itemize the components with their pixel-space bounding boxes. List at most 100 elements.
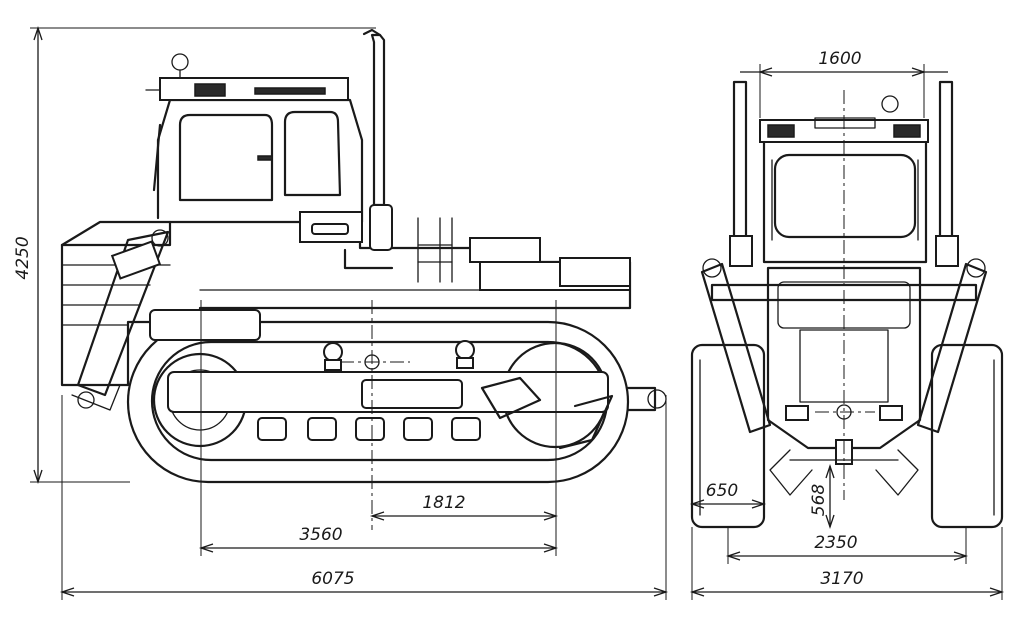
cab xyxy=(145,53,364,243)
hitch-pin xyxy=(647,389,667,409)
right-cylinder xyxy=(916,262,988,434)
arrowhead xyxy=(543,543,559,553)
cylinder-bracket xyxy=(71,384,121,411)
cylinder-base-pivot xyxy=(77,391,95,409)
arrowhead xyxy=(825,463,835,479)
track-gauge-label: 2350 xyxy=(814,533,857,553)
arrowhead xyxy=(825,514,835,530)
cab-width-label: 1600 xyxy=(818,49,861,69)
arrowhead xyxy=(725,551,741,561)
cab-rear-window xyxy=(283,110,342,197)
dim-cab-width: 1600 xyxy=(740,49,948,118)
tractor-body xyxy=(60,217,667,412)
right-exhaust-stack xyxy=(938,80,954,242)
arrowhead xyxy=(953,551,969,561)
arrowhead xyxy=(689,587,705,597)
arrowhead xyxy=(543,511,559,521)
overall-length-label: 6075 xyxy=(311,569,354,589)
arrowhead xyxy=(989,587,1005,597)
beacon-lamp xyxy=(171,53,189,71)
front-center-mark xyxy=(836,404,852,420)
dim-ground-clearance: 568 xyxy=(809,463,835,530)
exhaust-pipe xyxy=(370,33,386,207)
arrowhead xyxy=(33,25,43,41)
track-width-label: 650 xyxy=(706,481,738,501)
tool-box xyxy=(469,237,541,263)
left-air-cleaner xyxy=(729,235,753,267)
hood-front xyxy=(60,220,172,247)
track-length-label: 3560 xyxy=(299,525,342,545)
arrowhead xyxy=(653,587,669,597)
carrier-roller xyxy=(455,340,475,360)
right-cylinder-pivot xyxy=(966,258,986,278)
dim-track-width: 650 xyxy=(689,481,767,509)
front-roof-rail xyxy=(814,117,876,129)
track-roller xyxy=(451,417,481,441)
arrowhead xyxy=(757,67,773,77)
overall-height-label: 4250 xyxy=(13,236,33,279)
front-lift-arm-right xyxy=(875,449,919,496)
arrowhead xyxy=(198,543,214,553)
cab-front-pillar xyxy=(152,123,162,192)
axle-offset-label: 1812 xyxy=(422,493,465,513)
rear-hitch xyxy=(626,386,657,412)
front-crossbeam xyxy=(710,283,978,302)
front-windshield xyxy=(773,153,917,239)
door-handle xyxy=(257,155,273,161)
front-hydraulic-cylinder xyxy=(71,229,170,411)
arrowhead xyxy=(689,499,705,509)
headlight-right xyxy=(879,405,903,421)
carrier-roller-mount xyxy=(324,359,342,371)
left-cylinder xyxy=(700,262,772,434)
carrier-roller-mount xyxy=(456,357,474,369)
sprocket-guard xyxy=(558,394,614,450)
track-outer xyxy=(126,320,630,484)
cab-outline xyxy=(156,98,364,224)
side-view: 4250 6075 3560 1812 xyxy=(13,25,669,600)
roof-lamp xyxy=(194,83,226,97)
cab-door-window xyxy=(178,113,274,202)
front-beacon xyxy=(881,95,899,113)
track-roller xyxy=(355,417,385,441)
front-roof-lamp xyxy=(893,124,921,138)
cab-badge xyxy=(311,223,349,235)
track-roller xyxy=(403,417,433,441)
front-cab-outline xyxy=(762,140,928,264)
front-lift-arm-left xyxy=(769,449,813,496)
cylinder-pivot xyxy=(151,229,169,247)
track-assembly xyxy=(126,320,630,484)
track-roller xyxy=(307,417,337,441)
arrowhead xyxy=(59,587,75,597)
carrier-roller xyxy=(323,342,343,362)
front-view-cylinders xyxy=(700,258,988,434)
center-of-gravity-mark xyxy=(364,354,380,370)
frame-plate xyxy=(361,379,463,409)
track-roller xyxy=(257,417,287,441)
dim-axle-offset: 1812 xyxy=(369,493,559,521)
overall-width-label: 3170 xyxy=(820,569,863,589)
left-cylinder-pivot xyxy=(702,258,722,278)
cab-step-box xyxy=(299,211,363,243)
exhaust-stack xyxy=(343,28,394,270)
right-track xyxy=(930,343,1004,529)
roof-rail xyxy=(254,87,326,95)
right-air-cleaner xyxy=(935,235,959,267)
arrowhead xyxy=(369,511,385,521)
arrowhead xyxy=(33,469,43,485)
air-cleaner xyxy=(369,204,393,251)
exhaust-bend xyxy=(343,248,394,270)
exhaust-cap xyxy=(362,28,382,37)
dim-track-gauge: 2350 xyxy=(725,527,969,564)
side-panel xyxy=(149,309,261,341)
cylinder-body xyxy=(76,230,170,397)
dim-track-length: 3560 xyxy=(198,300,559,556)
ground-clearance-label: 568 xyxy=(809,484,829,517)
arrowhead xyxy=(751,499,767,509)
headlight-left xyxy=(785,405,809,421)
tension-arm xyxy=(480,376,542,420)
dim-overall-height: 4250 xyxy=(13,25,376,485)
cylinder-clamp xyxy=(110,240,162,280)
front-view: 1600 650 568 2350 xyxy=(689,49,1005,600)
